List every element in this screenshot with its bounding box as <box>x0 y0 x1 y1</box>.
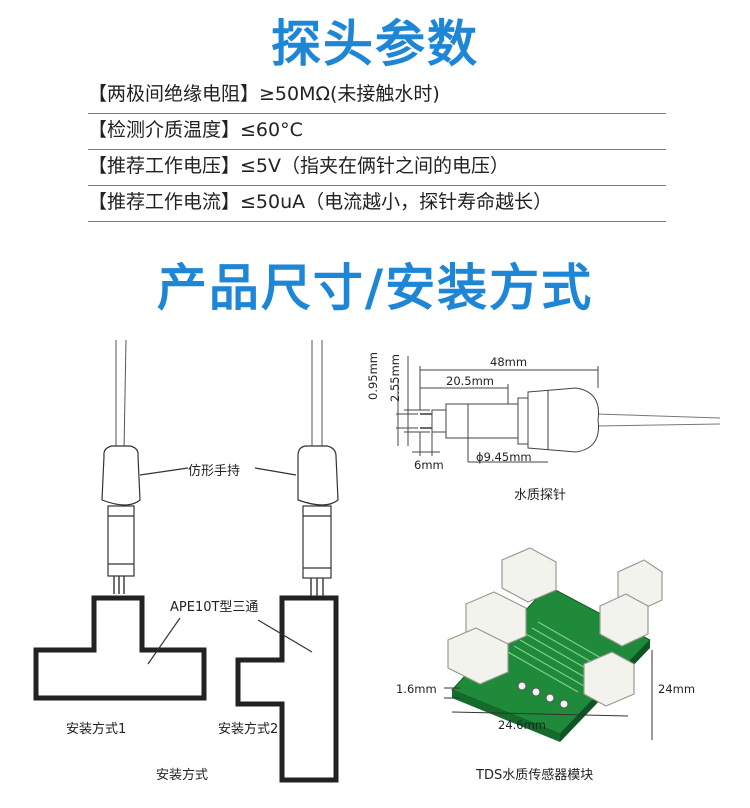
module-width: 24.6mm <box>498 718 547 732</box>
param-row: 【检测介质温度】≤60°C <box>88 114 666 150</box>
probe-length: 48mm <box>490 355 528 369</box>
param-row: 【推荐工作电压】≤5V（指夹在俩针之间的电压） <box>88 150 666 186</box>
param-row: 【推荐工作电流】≤50uA（电流越小，探针寿命越长） <box>88 186 666 222</box>
body-dia: ϕ9.45mm <box>476 450 532 464</box>
tee-label: APE10T型三通 <box>170 600 259 615</box>
module-thickness: 1.6mm <box>396 682 437 696</box>
pin-len: 6mm <box>414 458 444 472</box>
probe-half: 20.5mm <box>446 374 495 388</box>
handheld-label: 仿形手持 <box>188 464 241 479</box>
method2-label: 安装方式2 <box>218 722 279 737</box>
params-list: 【两极间绝缘电阻】≥50MΩ(未接触水时) 【检测介质温度】≤60°C 【推荐工… <box>88 78 666 222</box>
pin-dia: 2.55mm <box>388 353 402 402</box>
install-caption: 安装方式 <box>156 768 209 783</box>
pin-gap: 0.95mm <box>366 351 380 400</box>
size-install-title: 产品尺寸/安装方式 <box>156 259 594 317</box>
method1-label: 安装方式1 <box>66 722 127 737</box>
param-row: 【两极间绝缘电阻】≥50MΩ(未接触水时) <box>88 78 666 114</box>
probe-caption: 水质探针 <box>514 488 567 503</box>
module-caption: TDS水质传感器模块 <box>476 768 594 783</box>
module-height: 24mm <box>658 682 696 696</box>
probe-params-title: 探头参数 <box>271 15 479 73</box>
